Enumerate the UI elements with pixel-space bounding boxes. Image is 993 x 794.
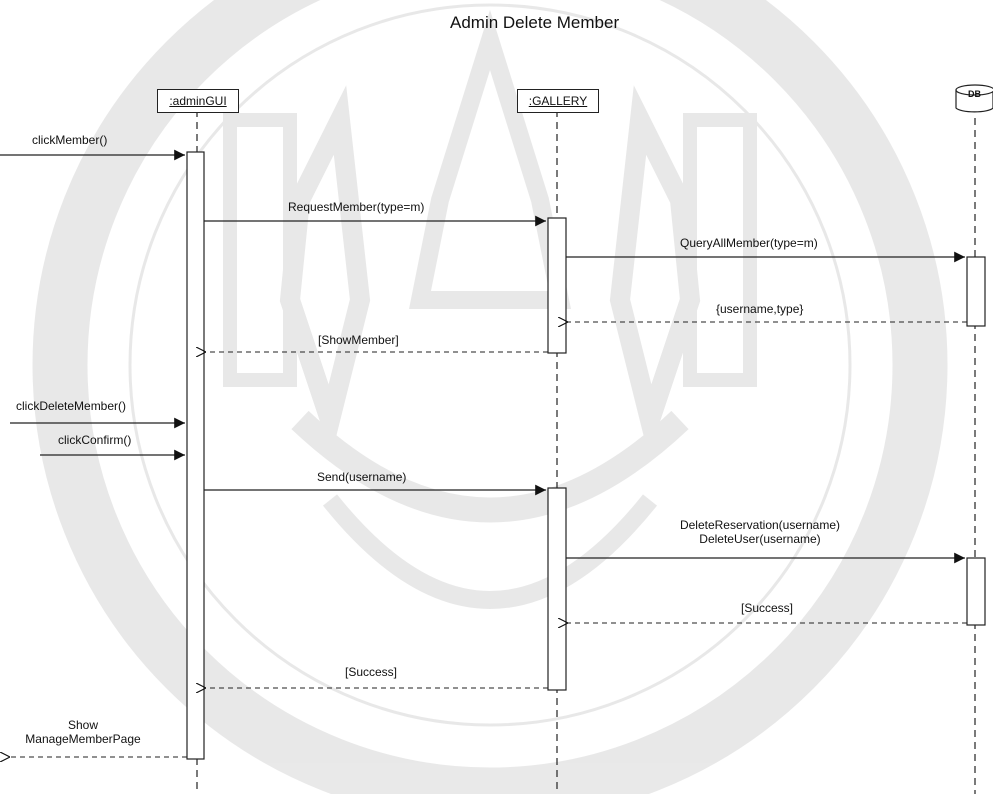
activation-gallery-2 — [547, 487, 567, 691]
diagram-title: Admin Delete Member — [450, 13, 620, 32]
label-success-gallery: [Success] — [345, 665, 398, 679]
lifeline-head-db: DB — [968, 89, 981, 99]
lifeline-head-admin-gui: :adminGUI — [157, 89, 239, 113]
activation-gallery-1 — [547, 217, 567, 354]
label-query-all-member: QueryAllMember(type=m) — [680, 236, 818, 250]
label-show-member: [ShowMember] — [318, 333, 399, 347]
label-click-delete-member: clickDeleteMember() — [16, 399, 127, 413]
label-success-db: [Success] — [741, 601, 794, 615]
label-request-member: RequestMember(type=m) — [288, 200, 425, 214]
university-seal-watermark — [32, 0, 948, 794]
activation-admin-gui — [186, 151, 205, 760]
database-icon — [955, 84, 993, 113]
label-send: Send(username) — [317, 470, 407, 484]
label-manage-member-page-line: ManageMemberPage — [25, 732, 141, 746]
label-delete-reservation-line: DeleteReservation(username) — [679, 518, 841, 532]
label-show-line: Show — [67, 718, 99, 732]
label-delete-reservation: DeleteReservation(username) DeleteUser(u… — [655, 518, 865, 546]
lifeline-head-gallery: :GALLERY — [517, 89, 599, 113]
label-click-confirm: clickConfirm() — [58, 433, 132, 447]
label-click-member: clickMember() — [32, 133, 108, 147]
label-delete-user-line: DeleteUser(username) — [699, 532, 821, 546]
activation-db-2 — [966, 557, 986, 626]
label-query-return: {username,type} — [716, 302, 804, 316]
activation-db-1 — [966, 256, 986, 327]
label-show-manage-page: Show ManageMemberPage — [18, 718, 148, 746]
